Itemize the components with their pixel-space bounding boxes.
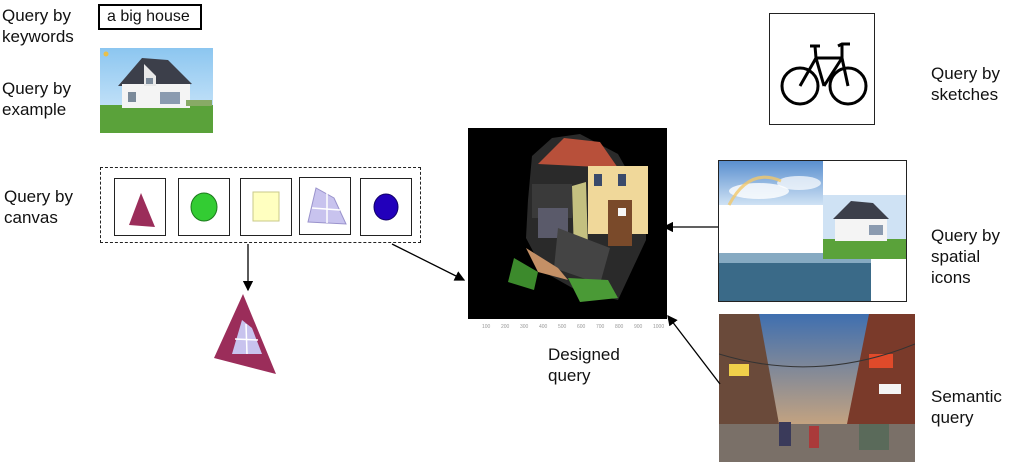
arrow-canvas-to-designed	[392, 244, 464, 280]
arrow-semantic-to-designed	[668, 316, 720, 384]
